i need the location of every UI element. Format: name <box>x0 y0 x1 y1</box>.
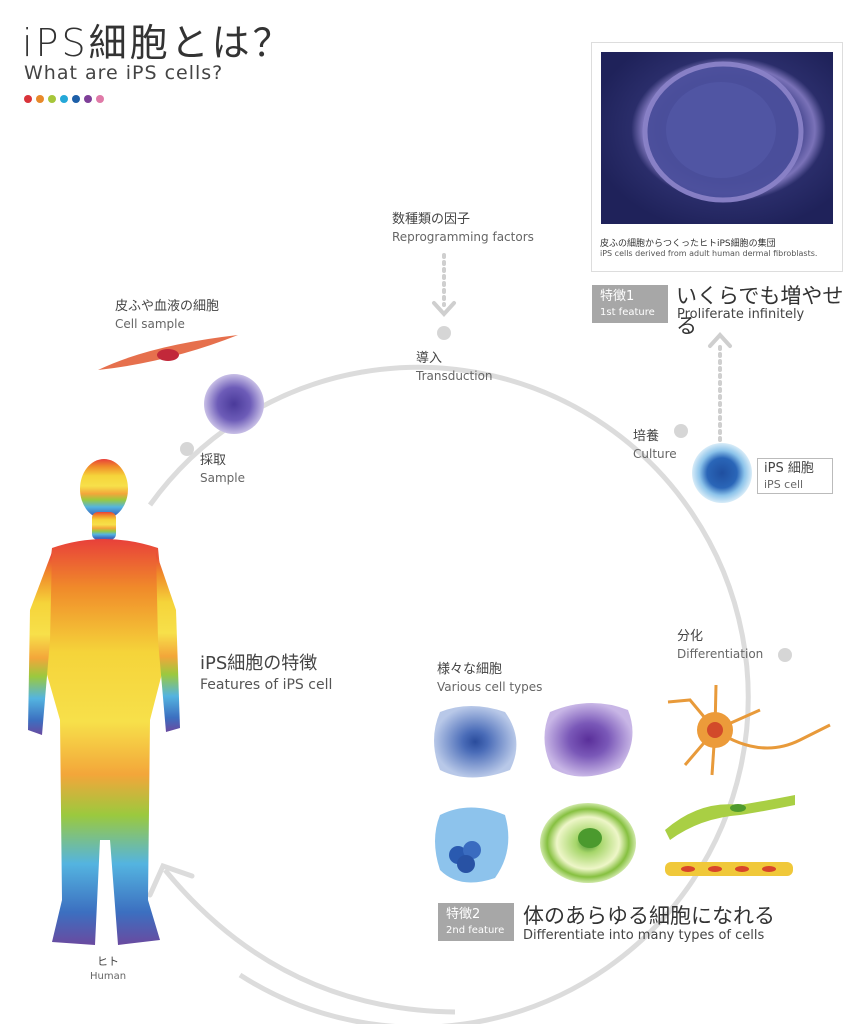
cycle-arc <box>147 364 751 1024</box>
feature1-title-jp: いくらでも増やせる <box>676 284 844 338</box>
feature1-title-en: Proliferate infinitely <box>677 307 805 322</box>
feature1-badge-en: 1st feature <box>600 306 655 318</box>
human-figure <box>28 459 180 945</box>
factors-arrowhead <box>432 301 456 317</box>
culture-arrowhead <box>708 332 732 348</box>
label-various-cells: 様々な細胞 Various cell types <box>437 662 543 694</box>
feature2-title-jp: 体のあらゆる細胞になれる <box>523 904 775 928</box>
label-cell-sample: 皮ふや血液の細胞 Cell sample <box>115 299 220 331</box>
feature2-title-en: Differentiate into many types of cells <box>523 928 765 943</box>
color-dots <box>24 95 104 103</box>
label-factors: 数種類の因子 Reprogramming factors <box>392 212 534 244</box>
cell-striated-muscle <box>665 862 793 876</box>
label-differentiation: 分化 Differentiation <box>677 629 764 661</box>
page-title: iPS細胞とは？ <box>22 21 294 65</box>
feature2-badge-jp: 特徴2 <box>446 907 481 922</box>
feature1-badge: 特徴1 1st feature <box>592 285 668 323</box>
label-human: ヒト Human <box>90 955 127 982</box>
page-subtitle: What are iPS cells? <box>24 62 224 84</box>
feature2-badge: 特徴2 2nd feature <box>438 903 514 941</box>
label-sample: 採取 Sample <box>200 453 245 485</box>
color-dot-7 <box>96 95 104 103</box>
label-ips-cell: iPS 細胞 iPS cell <box>757 458 833 494</box>
node-differentiation <box>778 648 792 662</box>
label-features: iPS細胞の特徴 Features of iPS cell <box>200 653 333 694</box>
label-transduction: 導入 Transduction <box>416 351 493 383</box>
cell-violet <box>544 702 633 777</box>
ips-photo-frame <box>591 42 843 272</box>
color-dot-4 <box>60 95 68 103</box>
color-dot-3 <box>48 95 56 103</box>
cycle-arrowhead <box>147 862 195 898</box>
color-dot-6 <box>84 95 92 103</box>
photo-caption-en: iPS cells derived from adult human derma… <box>600 249 818 258</box>
cycle-arc-bottom <box>163 868 456 1015</box>
node-sample <box>180 442 194 456</box>
color-dot-1 <box>24 95 32 103</box>
color-dot-5 <box>72 95 80 103</box>
color-dot-2 <box>36 95 44 103</box>
node-transduction <box>437 326 451 340</box>
cell-muscle-fiber <box>665 795 795 840</box>
ips-cell <box>692 443 752 503</box>
label-culture: 培養 Culture <box>633 429 677 461</box>
ips-colony-image <box>601 52 833 224</box>
cell-blue-epithelial <box>434 706 517 778</box>
feature2-badge-en: 2nd feature <box>446 924 505 936</box>
photo-caption-jp: 皮ふの細胞からつくったヒトiPS細胞の集団 <box>600 239 776 249</box>
feature1-badge-jp: 特徴1 <box>600 289 635 304</box>
node-culture <box>674 424 688 438</box>
sample-cell <box>204 374 264 434</box>
